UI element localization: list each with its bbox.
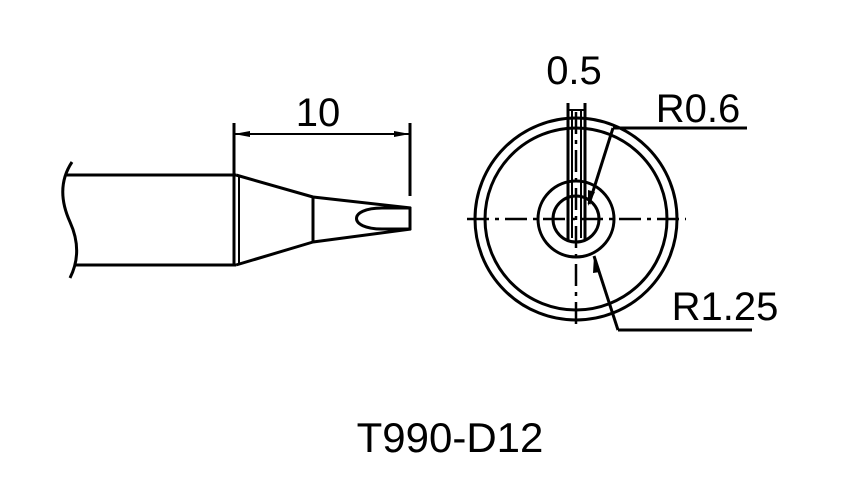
r125-arrow-icon (593, 256, 600, 273)
outer-radius-label: R1.25 (672, 285, 779, 329)
tip-bottom (312, 227, 412, 244)
arrow-right-icon (394, 131, 410, 137)
inner-radius-label: R0.6 (656, 87, 741, 131)
model-title: T990-D12 (357, 414, 544, 461)
taper-top (235, 173, 314, 199)
break-line (61, 161, 79, 279)
r06-arrow-icon (588, 190, 595, 206)
length-dimension-label: 10 (296, 91, 341, 135)
tip-flat-ellipse (355, 206, 410, 231)
end-view: 0.5 R0.6 R1.25 (467, 49, 779, 332)
side-view: 10 (61, 91, 412, 279)
slot-width-label: 0.5 (546, 49, 602, 93)
r06-leader (587, 127, 615, 205)
taper-bottom (235, 240, 314, 267)
tip-top (312, 195, 412, 210)
arrow-left-icon (234, 131, 250, 137)
